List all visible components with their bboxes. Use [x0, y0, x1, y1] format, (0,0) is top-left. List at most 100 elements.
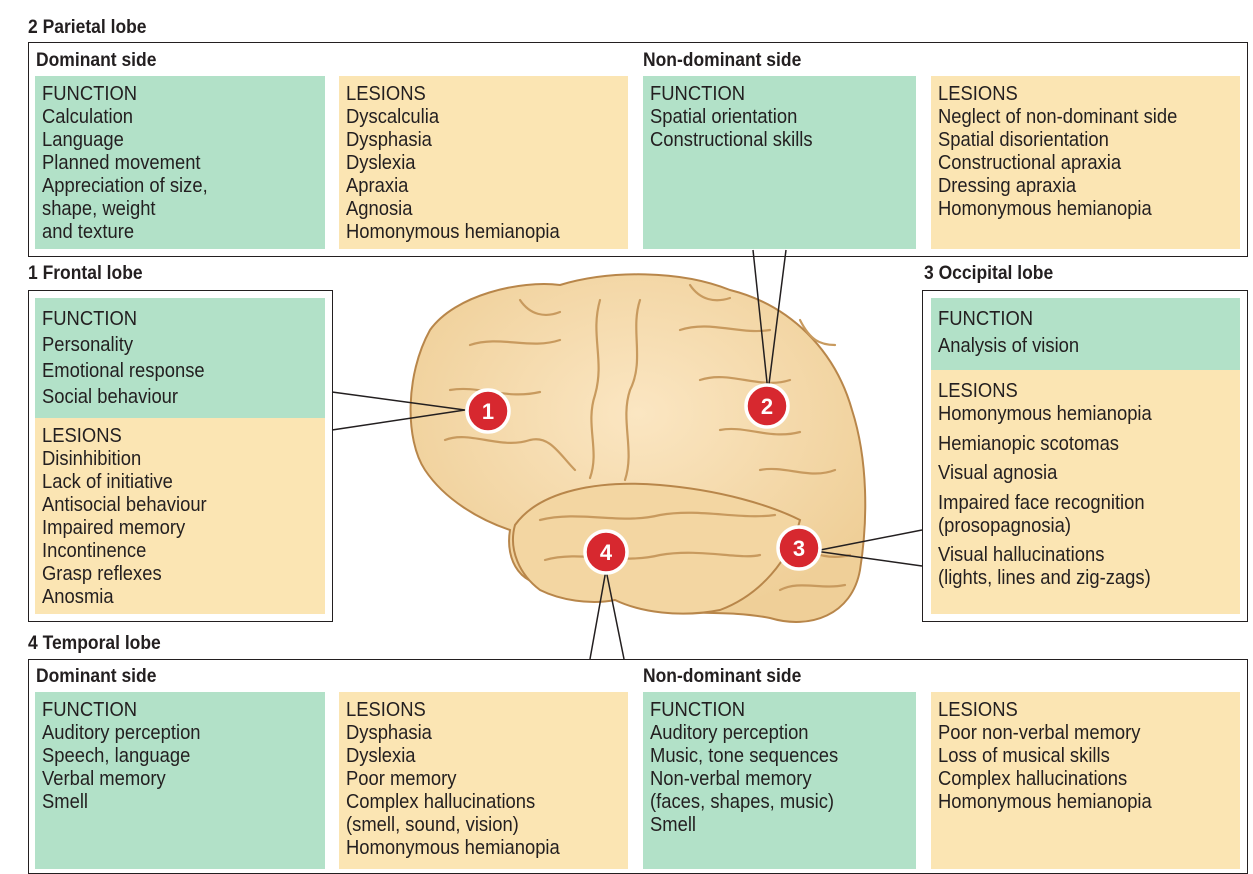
parietal-dominant-title: Dominant side [36, 50, 157, 71]
list-item: Complex hallucinations [346, 791, 536, 813]
temporal-nondominant-title: Non-dominant side [643, 666, 802, 687]
marker-1-label: 1 [482, 399, 494, 424]
occipital-frame [922, 290, 1248, 622]
list-item: shape, weight [42, 198, 156, 220]
marker-2: 2 [744, 383, 790, 429]
parietal-dominant-function-box: FUNCTION Calculation Language Planned mo… [35, 76, 325, 249]
frontal-frame [28, 290, 333, 622]
temporal-dominant-function-box: FUNCTION Auditory perception Speech, lan… [35, 692, 325, 869]
occipital-lesions-box: LESIONS Homonymous hemianopia Hemianopic… [931, 370, 1240, 614]
list-item: Verbal memory [42, 768, 166, 790]
list-item: Anosmia [42, 586, 114, 608]
marker-4-label: 4 [600, 540, 613, 565]
frontal-title: 1 Frontal lobe [28, 263, 143, 284]
list-item: Auditory perception [650, 722, 809, 744]
list-item: Poor memory [346, 768, 457, 790]
list-item: Loss of musical skills [938, 745, 1110, 767]
box-heading: FUNCTION [42, 308, 138, 330]
list-item: Smell [650, 814, 697, 836]
box-heading: FUNCTION [42, 83, 138, 105]
marker-4: 4 [583, 529, 629, 575]
list-item: Homonymous hemianopia [938, 791, 1152, 813]
parietal-nondominant-lesions-box: LESIONS Neglect of non-dominant side Spa… [931, 76, 1240, 249]
list-item: Hemianopic scotomas [938, 432, 1120, 455]
list-item: Spatial disorientation [938, 129, 1109, 151]
parietal-frame [28, 42, 1248, 257]
list-item: Homonymous hemianopia [938, 198, 1152, 220]
box-heading: FUNCTION [938, 308, 1034, 330]
list-item: Homonymous hemianopia [346, 221, 560, 243]
list-item: (smell, sound, vision) [346, 814, 519, 836]
list-item: Dysphasia [346, 722, 432, 744]
list-item: Speech, language [42, 745, 191, 767]
box-heading: LESIONS [42, 425, 122, 447]
list-item: Lack of initiative [42, 471, 173, 493]
list-item: Apraxia [346, 175, 409, 197]
list-item: Visual agnosia [938, 462, 1058, 484]
list-item: Dyscalculia [346, 106, 440, 128]
box-heading: LESIONS [346, 83, 426, 105]
box-heading: LESIONS [938, 380, 1018, 402]
temporal-nondominant-lesions-box: LESIONS Poor non-verbal memory Loss of m… [931, 692, 1240, 869]
list-item: Dressing apraxia [938, 175, 1077, 197]
list-item: Calculation [42, 106, 134, 128]
list-item: Homonymous hemianopia [938, 403, 1152, 425]
marker-3: 3 [776, 525, 822, 571]
list-item: Poor non-verbal memory [938, 722, 1141, 744]
list-item: Planned movement [42, 152, 201, 174]
list-item: Grasp reflexes [42, 563, 162, 585]
list-item: Disinhibition [42, 448, 142, 470]
list-item: Dyslexia [346, 152, 416, 174]
list-item: Music, tone sequences [650, 745, 839, 767]
frontal-function-box: FUNCTION Personality Emotional response … [35, 298, 325, 418]
occipital-title: 3 Occipital lobe [924, 263, 1054, 284]
list-item: Impaired memory [42, 517, 186, 539]
list-item: Non-verbal memory [650, 768, 812, 790]
list-item: Constructional skills [650, 129, 813, 151]
list-item: Auditory perception [42, 722, 201, 744]
list-item: Incontinence [42, 540, 147, 562]
parietal-nondominant-function-box: FUNCTION Spatial orientation Constructio… [643, 76, 916, 249]
list-item: Agnosia [346, 198, 413, 220]
list-item: Emotional response [42, 360, 205, 382]
list-item: Dysphasia [346, 129, 432, 151]
box-heading: LESIONS [938, 83, 1018, 105]
list-item: (faces, shapes, music) [650, 791, 835, 813]
brain-illustration [409, 273, 867, 623]
box-heading: FUNCTION [42, 699, 138, 721]
box-heading: FUNCTION [650, 83, 746, 105]
list-item: and texture [42, 221, 135, 243]
list-item: Visual hallucinations [938, 544, 1105, 566]
list-item: Neglect of non-dominant side [938, 106, 1178, 128]
parietal-nondominant-title: Non-dominant side [643, 50, 802, 71]
frontal-lesions-box: LESIONS Disinhibition Lack of initiative… [35, 418, 325, 614]
marker-1: 1 [465, 388, 511, 434]
list-item: Spatial orientation [650, 106, 798, 128]
box-heading: FUNCTION [650, 699, 746, 721]
list-item: Appreciation of size, [42, 175, 208, 197]
list-item: Impaired face recognition [938, 491, 1145, 514]
parietal-title: 2 Parietal lobe [28, 17, 147, 38]
list-item: Constructional apraxia [938, 152, 1122, 174]
list-item: Smell [42, 791, 89, 813]
temporal-nondominant-function-box: FUNCTION Auditory perception Music, tone… [643, 692, 916, 869]
list-item: Personality [42, 334, 134, 356]
temporal-title: 4 Temporal lobe [28, 633, 161, 654]
list-item: Language [42, 129, 124, 151]
list-item: Antisocial behaviour [42, 494, 207, 516]
list-item: (lights, lines and zig-zags) [938, 567, 1151, 589]
list-item: Social behaviour [42, 386, 179, 408]
box-heading: LESIONS [346, 699, 426, 721]
parietal-dominant-lesions-box: LESIONS Dyscalculia Dysphasia Dyslexia A… [339, 76, 628, 249]
temporal-dominant-lesions-box: LESIONS Dysphasia Dyslexia Poor memory C… [339, 692, 628, 869]
list-item: (prosopagnosia) [938, 514, 1071, 537]
marker-3-label: 3 [793, 536, 805, 561]
list-item: Dyslexia [346, 745, 416, 767]
temporal-dominant-title: Dominant side [36, 666, 157, 687]
callout-frontal [331, 391, 466, 431]
occipital-function-box: FUNCTION Analysis of vision [931, 298, 1240, 370]
marker-2-label: 2 [761, 394, 773, 419]
list-item: Complex hallucinations [938, 768, 1128, 790]
box-heading: LESIONS [938, 699, 1018, 721]
